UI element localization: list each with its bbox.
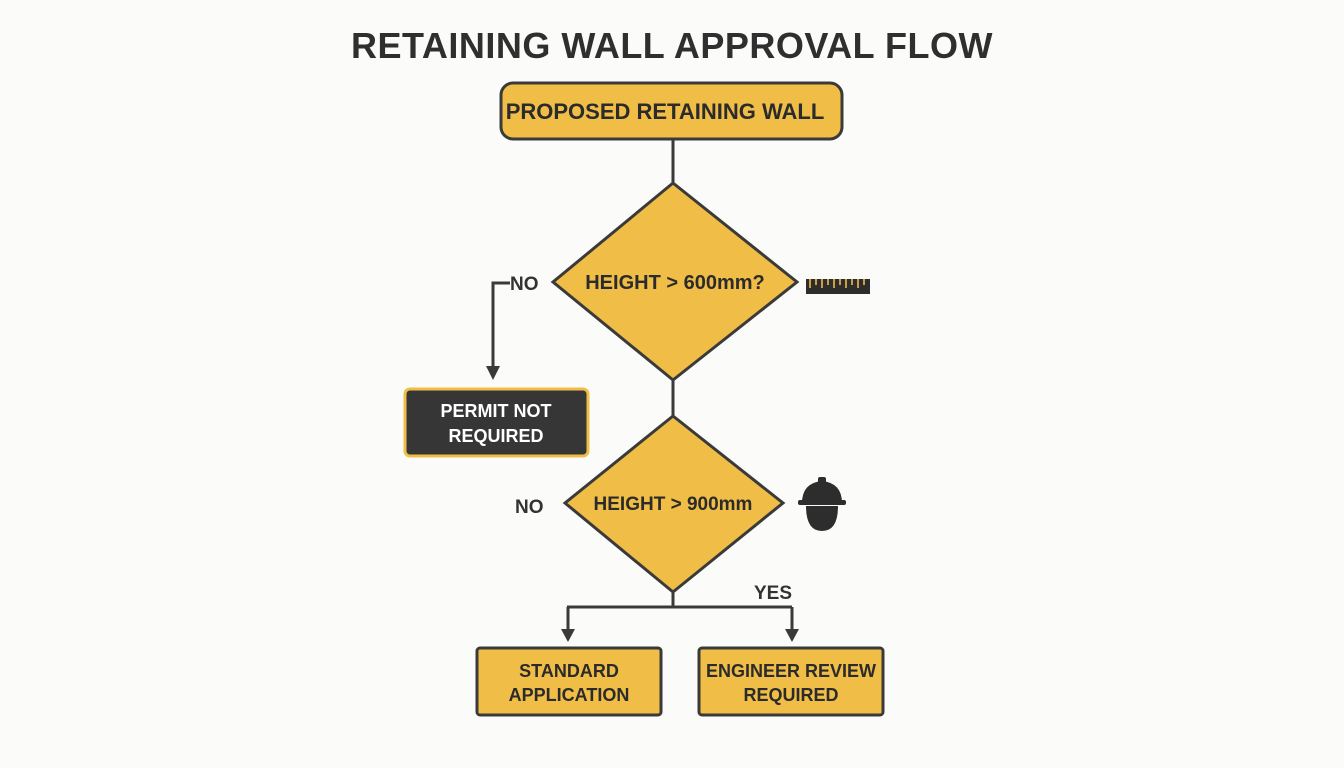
node-permit-not-required-line1: PERMIT NOT — [441, 401, 552, 421]
ruler-icon — [806, 279, 870, 294]
edge-label-yes-900: YES — [754, 583, 792, 604]
node-engineer-review-required: ENGINEER REVIEW REQUIRED — [697, 646, 885, 717]
node-standard-application-line2: APPLICATION — [509, 685, 630, 705]
node-engineer-review-required-line2: REQUIRED — [743, 685, 838, 705]
node-permit-not-required: PERMIT NOT REQUIRED — [403, 387, 590, 458]
node-proposed-retaining-wall: PROPOSED RETAINING WALL — [499, 81, 844, 141]
node-standard-application: STANDARD APPLICATION — [475, 646, 663, 717]
decision-height-900-diamond — [562, 414, 786, 594]
node-standard-application-box — [475, 646, 663, 717]
node-proposed-retaining-wall-label: PROPOSED RETAINING WALL — [506, 99, 825, 124]
decision-height-600: HEIGHT > 600mm? — [550, 181, 800, 382]
connector-no-to-permit-not-required — [491, 281, 510, 368]
decision-height-900-label: HEIGHT > 900mm — [594, 494, 753, 515]
node-standard-application-line1: STANDARD — [519, 661, 619, 681]
decision-height-900: HEIGHT > 900mm — [562, 414, 786, 594]
edge-label-no-600: NO — [510, 274, 539, 295]
arrowhead-permit-not-required — [486, 366, 500, 380]
decision-height-600-label: HEIGHT > 600mm? — [585, 272, 765, 294]
connectors — [486, 139, 799, 642]
node-engineer-review-required-line1: ENGINEER REVIEW — [706, 661, 876, 681]
arrowhead-engineer-review — [785, 629, 799, 642]
node-permit-not-required-box — [403, 387, 590, 458]
node-proposed-retaining-wall-box — [499, 81, 844, 141]
hard-hat-worker-icon — [798, 477, 846, 531]
node-permit-not-required-line2: REQUIRED — [448, 426, 543, 446]
decision-height-600-diamond — [550, 181, 800, 382]
arrowhead-standard-application — [561, 629, 575, 642]
edge-label-no-900: NO — [515, 497, 544, 518]
node-engineer-review-required-box — [697, 646, 885, 717]
diagram-title: RETAINING WALL APPROVAL FLOW — [351, 25, 993, 66]
